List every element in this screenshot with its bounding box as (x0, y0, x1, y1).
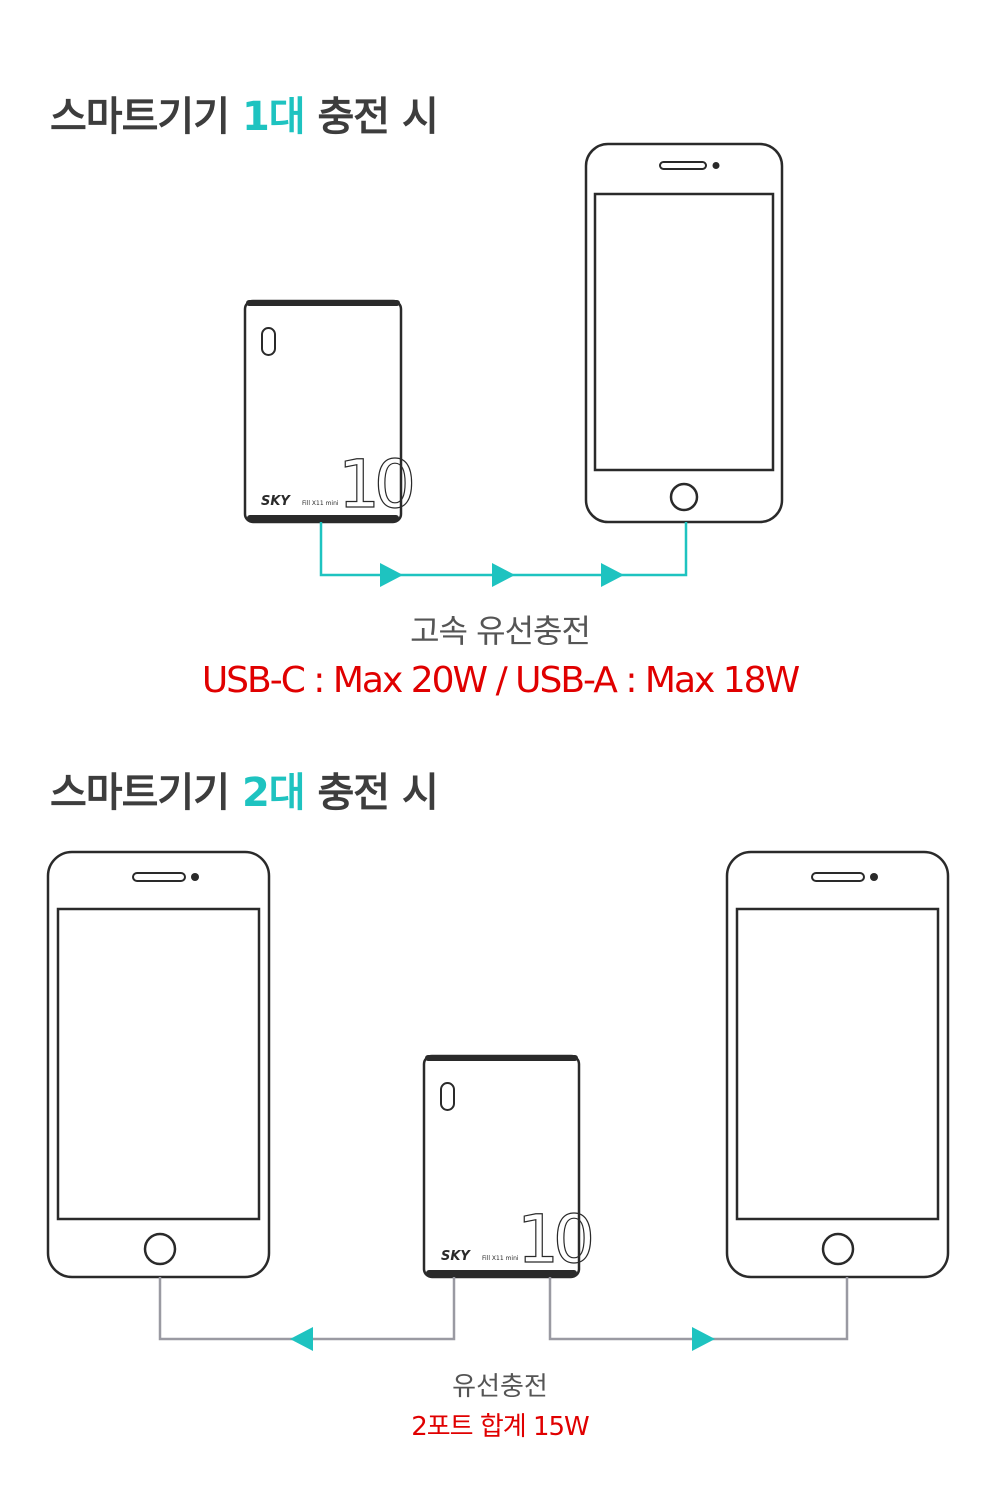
section1-heading: 스마트기기 1대 충전 시 (50, 84, 439, 142)
smartphone-icon (46, 850, 271, 1279)
section1-heading-post: 충전 시 (304, 94, 439, 140)
arrow-right-icon (380, 563, 403, 587)
fast-charge-cable (319, 522, 688, 587)
section2-heading: 스마트기기 2대 충전 시 (50, 760, 439, 818)
left-charge-cable (158, 1277, 456, 1351)
section2-caption: 유선충전 (452, 1372, 548, 1402)
device-brand: SKY (261, 494, 291, 509)
device-brand: SKY (441, 1249, 471, 1264)
power-bank-icon: SKY Fill X11 mini 10 (422, 1054, 598, 1279)
device-model: Fill X11 mini (302, 500, 339, 507)
section1-caption: 고속 유선충전 (410, 612, 591, 650)
arrow-left-icon (290, 1327, 313, 1351)
arrow-right-icon (601, 563, 624, 587)
right-charge-cable (548, 1277, 849, 1351)
device-capacity: 10 (517, 1201, 591, 1278)
power-bank-icon: SKY Fill X11 mini 10 (243, 299, 419, 524)
section2-spec: 2포트 합계 15W (411, 1412, 590, 1442)
section2-heading-pre: 스마트기기 (50, 770, 242, 816)
device-model: Fill X11 mini (482, 1255, 519, 1262)
smartphone-icon (725, 850, 950, 1279)
section1-heading-accent: 1대 (241, 94, 306, 140)
section1-heading-pre: 스마트기기 (50, 94, 242, 140)
smartphone-icon (584, 142, 784, 524)
section2-heading-accent: 2대 (241, 770, 306, 816)
device-capacity: 10 (338, 446, 412, 523)
section1-spec: USB-C : Max 20W / USB-A : Max 18W (201, 660, 800, 701)
arrow-right-icon (692, 1327, 715, 1351)
section2-heading-post: 충전 시 (304, 770, 439, 816)
arrow-right-icon (492, 563, 515, 587)
